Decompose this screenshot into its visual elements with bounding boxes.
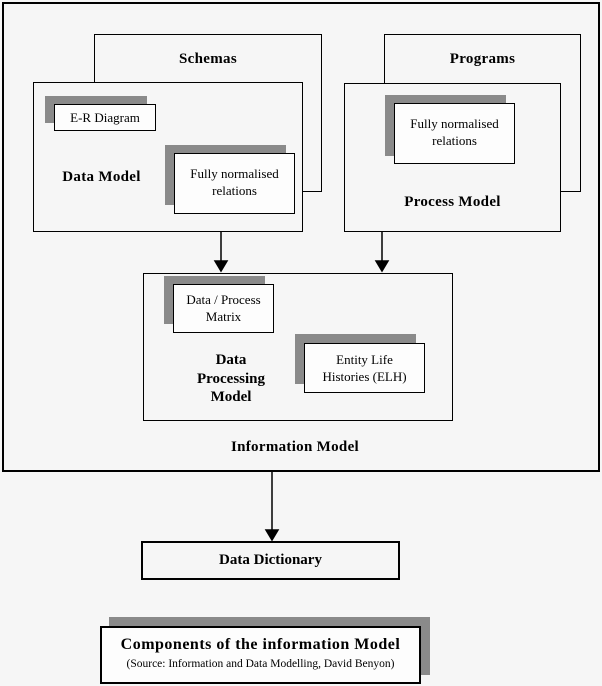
er-diagram-label: E-R Diagram [70, 110, 140, 125]
dpm-title-line1: Data [215, 352, 247, 368]
caption-box: Components of the information Model (Sou… [100, 626, 421, 684]
data-model-title: Data Model [62, 169, 141, 185]
caption-title: Components of the information Model [120, 636, 401, 653]
fnr-left-line1: Fully normalised [190, 166, 279, 181]
matrix-line2: Matrix [205, 309, 242, 324]
data-dictionary-title: Data Dictionary [219, 552, 322, 568]
information-model-frame: Schemas Programs E-R Diagram Data Model … [2, 2, 600, 472]
dpm-title-line3: Model [210, 389, 252, 405]
elh-line2: Histories (ELH) [322, 369, 407, 384]
er-diagram-box: E-R Diagram [54, 104, 156, 131]
information-model-title: Information Model [230, 439, 359, 455]
process-model-box: Fully normalised relations Process Model [344, 83, 561, 232]
dpm-title-line2: Processing [196, 370, 266, 387]
fnr-left-line2: relations [212, 183, 257, 198]
elh-line1: Entity Life [336, 352, 393, 367]
entity-life-histories-box: Entity Life Histories (ELH) [304, 343, 425, 393]
fully-normalised-relations-box-right: Fully normalised relations [394, 103, 515, 164]
data-processing-model-box: Data / Process Matrix Data Processing Mo… [143, 273, 453, 421]
data-process-matrix-box: Data / Process Matrix [173, 284, 274, 333]
fnr-right-line2: relations [432, 133, 477, 148]
data-processing-model-title: Data Processing Model [144, 351, 318, 407]
programs-title: Programs [449, 51, 516, 67]
arrowhead-information-model-to-data-dictionary [264, 529, 280, 542]
caption-source: (Source: Information and Data Modelling,… [126, 658, 395, 670]
fully-normalised-relations-box-left: Fully normalised relations [174, 153, 295, 214]
data-model-box: E-R Diagram Data Model Fully normalised … [33, 82, 303, 232]
fnr-right-line1: Fully normalised [410, 116, 499, 131]
data-dictionary-box: Data Dictionary [141, 541, 400, 580]
matrix-line1: Data / Process [186, 292, 261, 307]
schemas-title: Schemas [179, 51, 237, 67]
process-model-title: Process Model [404, 194, 501, 210]
